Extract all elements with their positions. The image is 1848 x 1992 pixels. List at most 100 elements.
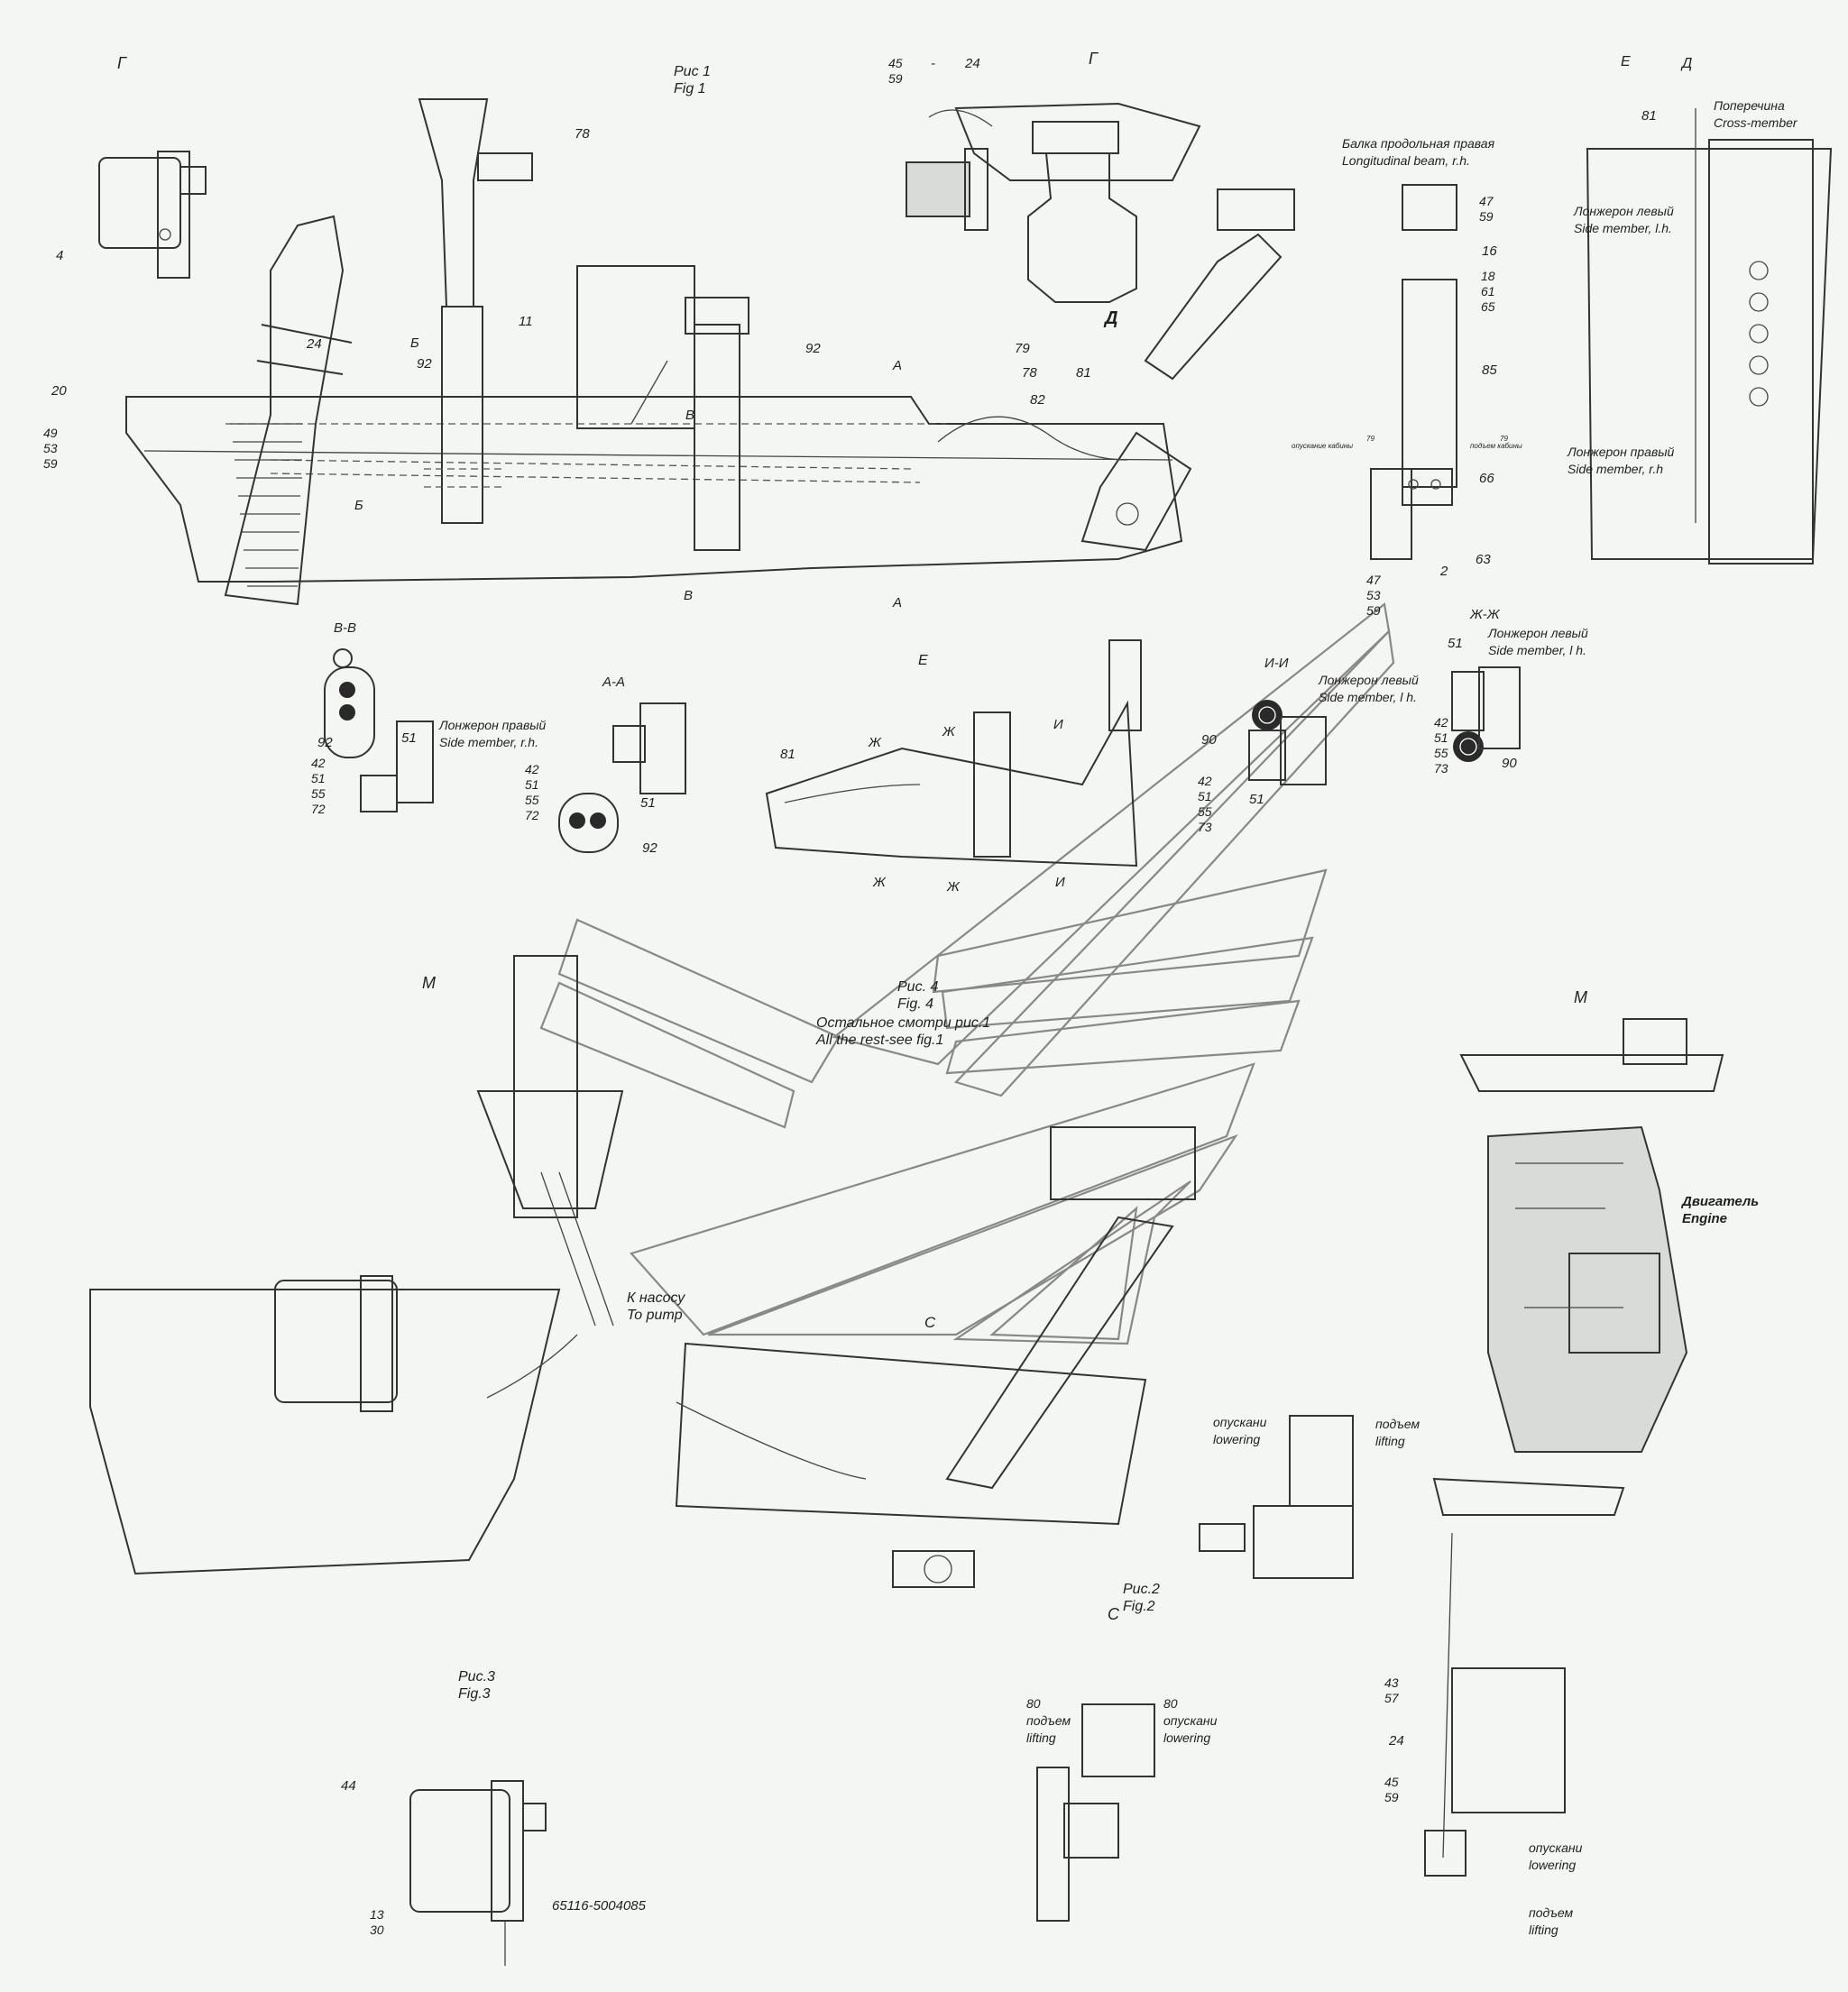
section-mark-a-bottom: А [893,595,903,610]
callout-81-e: 81 [780,747,795,762]
callout-81-d: 81 [1641,108,1657,124]
callout-51-ii: 51 [1249,792,1264,807]
fig1-reservoir [98,151,207,279]
fig1-frame-rail [125,396,1183,583]
view-title-g: Г [1089,50,1098,68]
callout-92-aa: 92 [642,840,657,856]
view-d-frame [1586,108,1833,565]
section-mark-b-bottom: Б [354,498,363,513]
note-lowering-cab: опускание кабины [1292,442,1354,450]
section-ii [1248,700,1327,785]
callout-11: 11 [519,314,533,329]
callout-2: 2 [1440,564,1448,579]
view-e-cylinder [1370,184,1457,560]
section-title-ii: И-И [1264,656,1289,671]
view-title-e: Е [918,653,928,668]
view-g [906,102,1201,303]
callout-92-mid: 92 [805,341,821,356]
callout-78-top: 78 [575,126,590,142]
callout-51-aa: 51 [640,795,656,811]
callout-82: 82 [1030,392,1045,408]
callout-78-fig1: 78 [1022,365,1037,381]
section-mark-zh-2: Ж [942,724,955,739]
note-lifting-cab: подъем кабины [1470,442,1522,450]
callout-24-fig1: 24 [307,336,322,352]
section-mark-zh-4: Ж [947,879,960,895]
section-title-aa: А-А [602,675,626,690]
lower-right-assembly [1424,1477,1625,1877]
fig1-tilt-cylinder [937,188,1295,552]
callout-4: 4 [56,248,64,263]
note-part-number: 65116-5004085 [552,1898,646,1914]
fig4-left-assembly [89,955,624,1575]
callout-51-zhzh: 51 [1448,636,1463,651]
section-mark-i-1: И [1053,717,1063,732]
view-title-d: Д [1682,56,1693,71]
callout-dash: - [931,56,935,71]
fig1-column [418,98,533,524]
callout-90-ii: 90 [1201,732,1217,748]
callout-44: 44 [341,1778,356,1794]
section-mark-v-top: В [685,408,695,423]
callout-51-vv: 51 [401,730,417,746]
section-mark-b-top: Б [410,335,419,351]
callout-90-zhzh: 90 [1502,756,1517,771]
view-title-m: М [1574,988,1587,1006]
view-mark-m: М [422,974,436,992]
callout-66: 66 [1479,471,1494,486]
view-c [1036,1703,1155,1922]
view-e-middle [765,639,1142,867]
section-title-zhzh: Ж-Ж [1470,607,1500,622]
engine-assembly [1487,1125,1688,1453]
callout-81-fig1: 81 [1076,365,1091,381]
section-mark-a-top: А [893,358,903,373]
callout-20: 20 [51,383,67,399]
callout-92-fig1: 92 [417,356,432,372]
valve-detail [1199,1415,1354,1579]
view-mark-d: Д [1105,308,1118,328]
callout-16: 16 [1482,243,1497,259]
view-m [1459,1018,1724,1092]
callout-79-lifting: 79 [1500,435,1508,443]
view-title-c: С [1108,1605,1119,1623]
view-mark-c: С [924,1314,936,1331]
section-aa [558,702,686,853]
fig1-pump [576,265,749,551]
section-zhzh [1451,666,1521,762]
section-mark-zh-3: Ж [873,875,886,890]
fig2-assembly [675,1126,1196,1588]
callout-85: 85 [1482,363,1497,378]
